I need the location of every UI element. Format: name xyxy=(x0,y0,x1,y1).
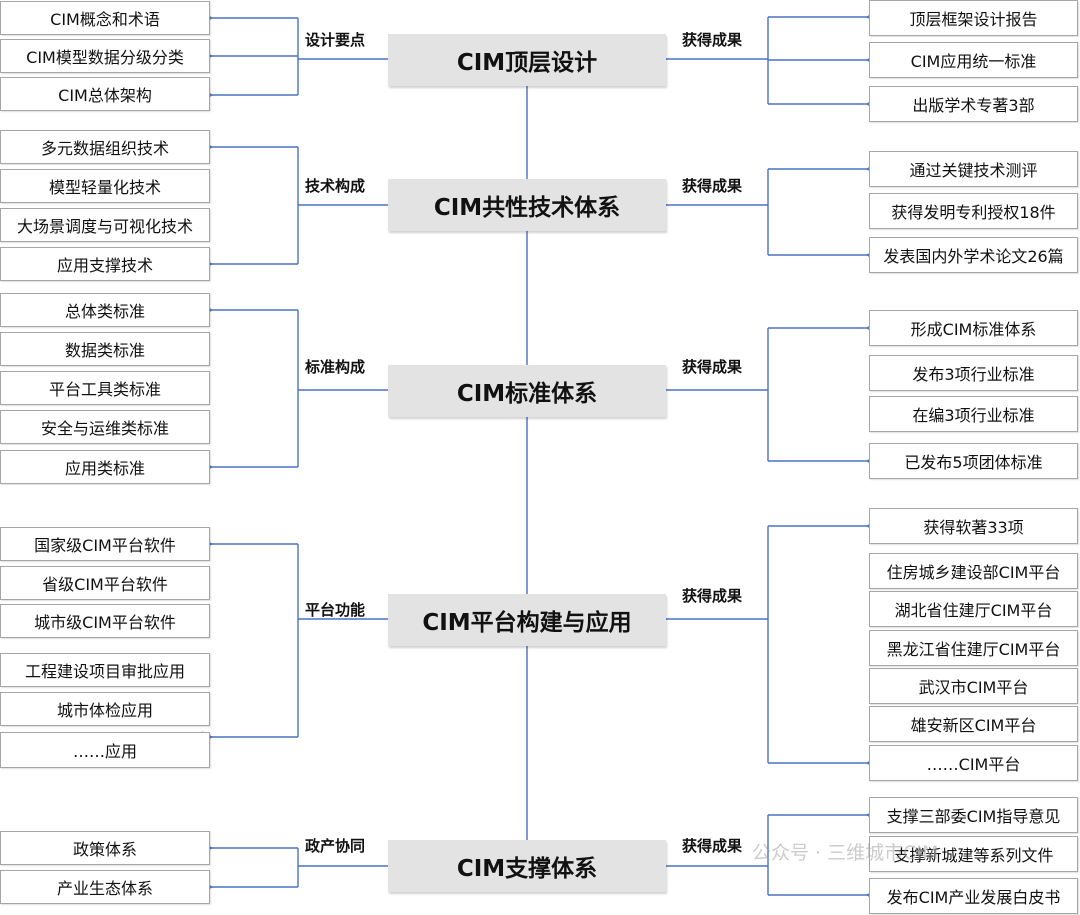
leaf-right: 发表国内外学术论文26篇 xyxy=(869,237,1078,273)
leaf-right: 住房城乡建设部CIM平台 xyxy=(869,553,1078,589)
leaf-right: 武汉市CIM平台 xyxy=(869,668,1078,704)
leaf-right: CIM应用统一标准 xyxy=(869,42,1078,78)
leaf-right: 通过关键技术测评 xyxy=(869,151,1078,187)
leaf-left: 省级CIM平台软件 xyxy=(0,566,210,600)
leaf-right: 已发布5项团体标准 xyxy=(869,443,1078,479)
label-design-points: 设计要点 xyxy=(305,31,366,49)
label-results: 获得成果 xyxy=(682,358,743,376)
leaf-right: 获得发明专利授权18件 xyxy=(869,193,1078,229)
leaf-right: 雄安新区CIM平台 xyxy=(869,706,1078,742)
leaf-left: 城市级CIM平台软件 xyxy=(0,604,210,638)
leaf-left: 应用支撑技术 xyxy=(0,247,210,281)
label-results: 获得成果 xyxy=(682,177,743,195)
leaf-left: 大场景调度与可视化技术 xyxy=(0,208,210,242)
leaf-left: CIM概念和术语 xyxy=(0,1,210,35)
label-results: 获得成果 xyxy=(682,31,743,49)
leaf-right: 黑龙江省住建厅CIM平台 xyxy=(869,630,1078,666)
leaf-left: 应用类标准 xyxy=(0,450,210,484)
leaf-right: 支撑新城建等系列文件 xyxy=(869,836,1078,872)
leaf-right: 在编3项行业标准 xyxy=(869,396,1078,432)
label-results: 获得成果 xyxy=(682,587,743,605)
leaf-left: ……应用 xyxy=(0,732,210,768)
leaf-right: ……CIM平台 xyxy=(869,745,1078,781)
leaf-right: 发布CIM产业发展白皮书 xyxy=(869,878,1078,914)
node-platform-application: CIM平台构建与应用 xyxy=(388,594,666,646)
leaf-right: 出版学术专著3部 xyxy=(869,86,1078,122)
leaf-left: 总体类标准 xyxy=(0,293,210,327)
leaf-right: 顶层框架设计报告 xyxy=(869,0,1078,36)
node-top-level-design: CIM顶层设计 xyxy=(388,34,666,86)
leaf-left: 多元数据组织技术 xyxy=(0,130,210,164)
leaf-right: 发布3项行业标准 xyxy=(869,355,1078,391)
leaf-left: 模型轻量化技术 xyxy=(0,169,210,203)
leaf-left: 平台工具类标准 xyxy=(0,371,210,405)
leaf-left: 数据类标准 xyxy=(0,332,210,366)
node-standard-system: CIM标准体系 xyxy=(388,365,666,417)
leaf-left: 城市体检应用 xyxy=(0,692,210,726)
leaf-right: 形成CIM标准体系 xyxy=(869,310,1078,346)
leaf-left: 政策体系 xyxy=(0,831,210,865)
leaf-right: 湖北省住建厅CIM平台 xyxy=(869,591,1078,627)
node-common-technology: CIM共性技术体系 xyxy=(388,179,666,231)
leaf-left: CIM总体架构 xyxy=(0,77,210,111)
leaf-left: 安全与运维类标准 xyxy=(0,410,210,444)
node-support-system: CIM支撑体系 xyxy=(388,840,666,892)
leaf-left: 国家级CIM平台软件 xyxy=(0,527,210,561)
label-platform-functions: 平台功能 xyxy=(305,601,366,619)
leaf-left: 产业生态体系 xyxy=(0,870,210,904)
label-results: 获得成果 xyxy=(682,837,743,855)
leaf-left: 工程建设项目审批应用 xyxy=(0,653,210,687)
watermark: 公众号 · 三维城市CIM xyxy=(752,842,939,864)
label-gov-industry-synergy: 政产协同 xyxy=(305,837,366,855)
label-standard-composition: 标准构成 xyxy=(305,358,366,376)
label-tech-composition: 技术构成 xyxy=(305,177,366,195)
leaf-right: 获得软著33项 xyxy=(869,508,1078,544)
leaf-right: 支撑三部委CIM指导意见 xyxy=(869,797,1078,833)
leaf-left: CIM模型数据分级分类 xyxy=(0,39,210,73)
